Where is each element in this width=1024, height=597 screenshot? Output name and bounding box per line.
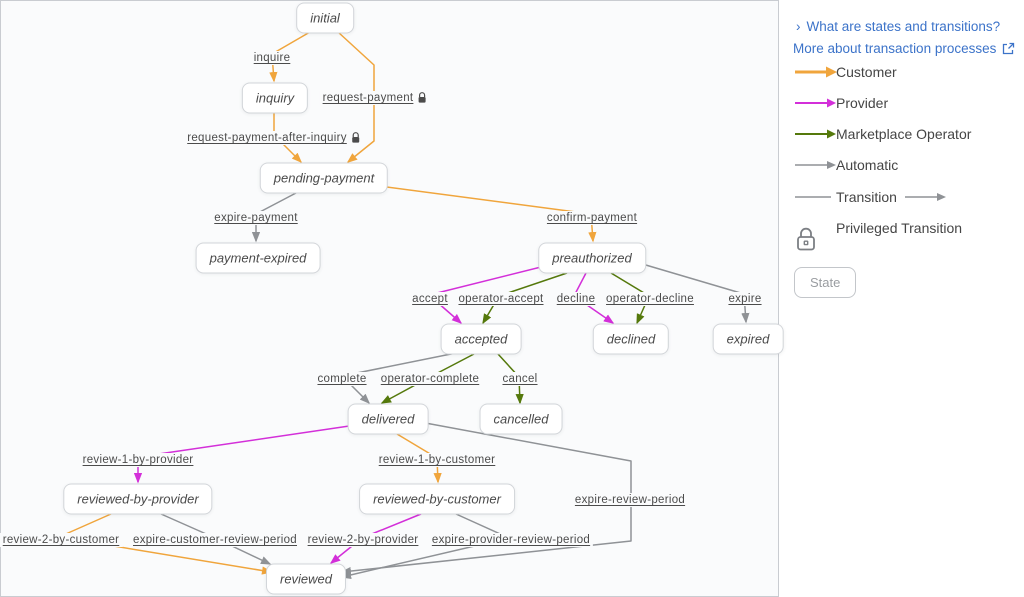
transition-label: accept bbox=[412, 293, 448, 305]
legend-label: Marketplace Operator bbox=[836, 126, 972, 142]
transition-label: operator-decline bbox=[606, 293, 694, 305]
state-initial: initial bbox=[296, 2, 354, 34]
transition-decline[interactable]: decline bbox=[553, 292, 599, 306]
transition-operator-accept[interactable]: operator-accept bbox=[455, 292, 547, 306]
legend-label: Provider bbox=[836, 95, 889, 111]
automatic-arrow-icon bbox=[795, 161, 836, 169]
transition-review-2-by-provider[interactable]: review-2-by-provider bbox=[304, 533, 422, 547]
chevron-right-icon: › bbox=[796, 19, 801, 34]
transition-label: confirm-payment bbox=[546, 212, 638, 224]
link-label: What are states and transitions? bbox=[806, 19, 1001, 34]
transition-label: review-1-by-customer bbox=[378, 454, 496, 466]
transition-label: decline bbox=[556, 293, 596, 305]
state-pending-payment: pending-payment bbox=[259, 162, 389, 194]
transition-line-icon bbox=[795, 196, 831, 198]
transition-label: review-2-by-provider bbox=[307, 534, 419, 546]
lock-icon bbox=[351, 132, 359, 143]
provider-arrow-icon bbox=[795, 98, 836, 108]
transition-confirm-payment[interactable]: confirm-payment bbox=[543, 211, 641, 225]
legend-label: Transition bbox=[836, 189, 897, 205]
transition-label: expire-payment bbox=[214, 212, 298, 224]
state-delivered: delivered bbox=[347, 403, 429, 435]
link-label: More about transaction processes bbox=[793, 41, 997, 56]
transition-label: request-payment-after-inquiry bbox=[187, 132, 347, 144]
legend-sidebar: › What are states and transitions? More … bbox=[779, 0, 1024, 597]
link-more-about-processes[interactable]: More about transaction processes bbox=[793, 41, 1015, 56]
transition-accept[interactable]: accept bbox=[409, 292, 451, 306]
transition-inquire[interactable]: inquire bbox=[250, 51, 294, 65]
state-reviewed-by-customer: reviewed-by-customer bbox=[359, 483, 515, 515]
transition-review-1-by-provider[interactable]: review-1-by-provider bbox=[79, 453, 197, 467]
transition-request-payment-after-inquiry[interactable]: request-payment-after-inquiry bbox=[184, 131, 364, 145]
transition-expire-provider-review-period[interactable]: expire-provider-review-period bbox=[428, 533, 594, 547]
state-reviewed: reviewed bbox=[265, 563, 347, 595]
transition-operator-complete[interactable]: operator-complete bbox=[377, 372, 483, 386]
transition-label: expire bbox=[728, 293, 762, 305]
lock-icon bbox=[418, 92, 426, 103]
transition-review-2-by-customer[interactable]: review-2-by-customer bbox=[0, 533, 123, 547]
state-accepted: accepted bbox=[440, 323, 522, 355]
transition-label: expire-provider-review-period bbox=[431, 534, 591, 546]
transition-review-1-by-customer[interactable]: review-1-by-customer bbox=[375, 453, 499, 467]
process-diagram-panel: inquire request-payment request-payment-… bbox=[0, 0, 784, 597]
transition-label: complete bbox=[317, 373, 367, 385]
marketplace-operator-arrow-icon bbox=[795, 129, 836, 139]
legend-label: Privileged Transition bbox=[836, 220, 963, 236]
legend-label: Automatic bbox=[836, 157, 899, 173]
transition-expire-review-period[interactable]: expire-review-period bbox=[571, 493, 689, 507]
transition-operator-decline[interactable]: operator-decline bbox=[603, 292, 697, 306]
state-cancelled: cancelled bbox=[479, 403, 563, 435]
transition-label: request-payment bbox=[322, 92, 414, 104]
external-link-icon bbox=[1003, 42, 1015, 55]
transition-complete[interactable]: complete bbox=[314, 372, 370, 386]
link-what-are-states[interactable]: › What are states and transitions? bbox=[796, 19, 1000, 34]
transition-label: review-1-by-provider bbox=[82, 454, 194, 466]
state-declined: declined bbox=[592, 323, 670, 355]
state-sample-box: State bbox=[794, 267, 857, 298]
state-reviewed-by-provider: reviewed-by-provider bbox=[63, 483, 213, 515]
transition-label: expire-review-period bbox=[574, 494, 686, 506]
customer-arrow-icon bbox=[795, 66, 837, 78]
transition-arrow-icon bbox=[905, 193, 946, 201]
transition-label: operator-accept bbox=[458, 293, 544, 305]
transition-label: review-2-by-customer bbox=[2, 534, 120, 546]
transition-label: cancel bbox=[502, 373, 538, 385]
transition-expire[interactable]: expire bbox=[725, 292, 765, 306]
transition-cancel[interactable]: cancel bbox=[499, 372, 541, 386]
transition-label: expire-customer-review-period bbox=[132, 534, 298, 546]
transition-label: inquire bbox=[253, 52, 291, 64]
transition-expire-customer-review-period[interactable]: expire-customer-review-period bbox=[129, 533, 301, 547]
state-preauthorized: preauthorized bbox=[538, 242, 646, 274]
state-inquiry: inquiry bbox=[241, 82, 309, 114]
transition-expire-payment[interactable]: expire-payment bbox=[211, 211, 301, 225]
state-expired: expired bbox=[712, 323, 784, 355]
transition-request-payment[interactable]: request-payment bbox=[319, 91, 431, 105]
legend-label: Customer bbox=[836, 64, 897, 80]
state-payment-expired: payment-expired bbox=[195, 242, 321, 274]
privileged-lock-icon bbox=[797, 227, 815, 251]
transition-label: operator-complete bbox=[380, 373, 480, 385]
